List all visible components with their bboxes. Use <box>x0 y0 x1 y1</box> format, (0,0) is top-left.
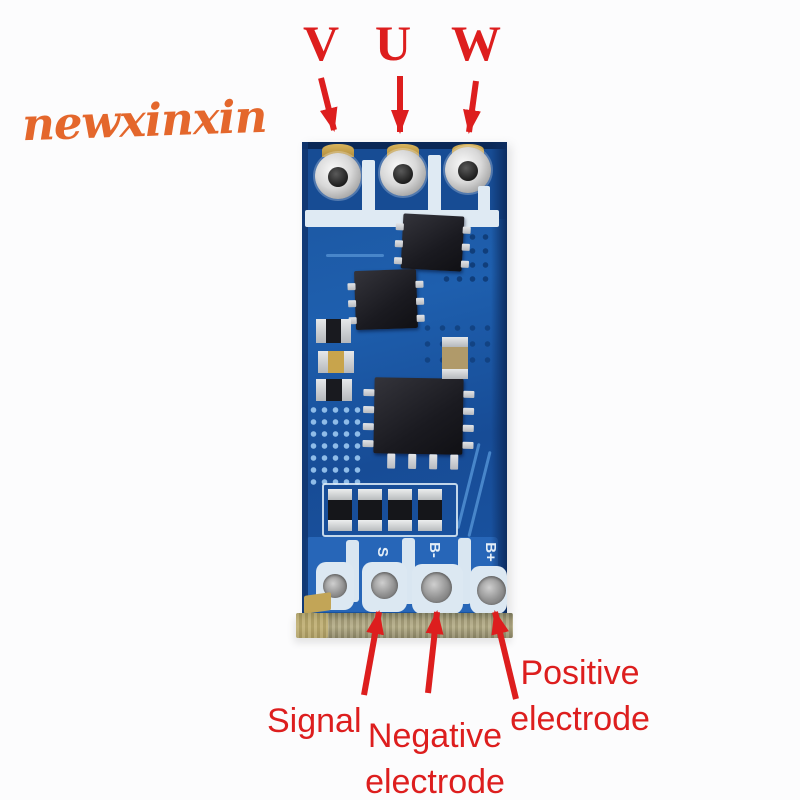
pcb-right-edge <box>491 142 507 614</box>
smd-component <box>316 379 352 401</box>
silkscreen-label-signal: S <box>374 546 391 557</box>
annotation-negative: Negative electrode <box>360 716 510 800</box>
ic-pin <box>429 454 438 470</box>
ic-pin <box>461 243 470 251</box>
pad-hole <box>477 576 506 605</box>
ic-chip-main <box>362 377 475 470</box>
mounting-hole-v <box>315 153 361 199</box>
ic-pin <box>415 280 424 288</box>
arrow-v-icon <box>318 77 338 132</box>
hole-bore <box>393 164 413 184</box>
smd-resistor <box>358 489 382 531</box>
hole-bore <box>328 167 348 187</box>
ic-pin <box>462 441 474 449</box>
annotation-positive-line2: electrode <box>510 700 650 739</box>
ic-pin <box>416 314 425 322</box>
ic-pin <box>463 407 475 415</box>
silkscreen-stub <box>362 160 375 212</box>
pad-hole <box>371 572 398 599</box>
smd-resistor <box>418 489 442 531</box>
substrate-wedge <box>304 592 331 614</box>
silkscreen-stub <box>478 186 490 212</box>
ic-pin <box>362 440 374 448</box>
pcb-bottom-edge <box>296 613 513 638</box>
mounting-hole-u <box>380 150 426 196</box>
ic-pin <box>460 260 470 268</box>
phase-label-u: U <box>375 15 412 71</box>
ic-pin <box>450 454 459 470</box>
phase-label-w: W <box>451 15 501 71</box>
silkscreen-resistor-outline <box>322 483 458 537</box>
smd-resistor <box>388 489 412 531</box>
ic-chip-top <box>393 213 471 272</box>
pcb-bottom-edge-highlight <box>296 613 328 638</box>
smd-capacitor <box>442 337 468 379</box>
ic-chip-mid <box>347 268 425 331</box>
hole-bore <box>458 161 478 181</box>
copper-trace <box>467 450 492 538</box>
ic-pin <box>347 283 356 291</box>
smd-resistor <box>328 489 352 531</box>
ic-pin <box>408 453 417 469</box>
annotation-negative-line2: electrode <box>365 763 505 800</box>
ic-pin <box>387 453 396 469</box>
ic-pin <box>363 389 375 397</box>
silkscreen-label-positive: B+ <box>482 542 499 562</box>
mounting-hole-w <box>445 147 491 193</box>
annotation-positive-line1: Positive <box>520 654 640 692</box>
silkscreen-stub <box>428 155 441 212</box>
watermark-text: newxinxin <box>21 89 268 152</box>
silkscreen-label-negative: B- <box>426 542 443 558</box>
ic-pin <box>393 257 403 265</box>
smd-capacitor <box>318 351 354 373</box>
ic-pin <box>362 423 374 431</box>
ic-pin <box>415 297 425 305</box>
ic-pin <box>394 240 404 248</box>
pcb-board: S B- B+ <box>302 142 507 614</box>
arrow-w-icon <box>463 80 481 134</box>
via-stitch-grid <box>308 404 362 486</box>
annotation-signal: Signal <box>267 702 362 740</box>
copper-trace <box>326 254 384 257</box>
ic-pin <box>348 300 357 308</box>
pad-hole <box>421 572 452 603</box>
copper-trace <box>456 442 481 530</box>
pcb-left-edge <box>302 142 308 614</box>
ic-pin <box>462 424 474 432</box>
smd-component <box>316 319 351 343</box>
ic-pin <box>363 406 375 414</box>
phase-label-v: V <box>303 15 340 71</box>
ic-pin <box>462 226 471 234</box>
ic-pin <box>395 223 404 231</box>
annotation-negative-line1: Negative <box>367 717 503 755</box>
annotation-positive: Positive electrode <box>505 653 655 745</box>
ic-pin <box>463 390 475 398</box>
